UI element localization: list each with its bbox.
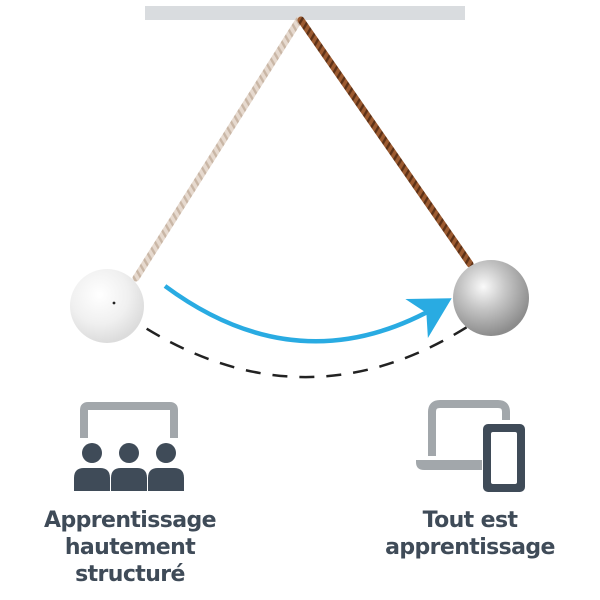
caption-line: hautement — [64, 535, 196, 560]
caption-line: apprentissage — [385, 535, 555, 560]
caption-line: structuré — [75, 562, 185, 587]
caption-structured-learning: Apprentissage hautement structuré — [10, 507, 250, 588]
ceiling-bar — [145, 6, 465, 20]
devices-icon — [416, 400, 525, 492]
pendulum-ball-faded-dot — [112, 301, 116, 305]
classroom-icon — [74, 402, 184, 491]
caption-everything-is-learning: Tout est apprentissage — [362, 507, 578, 561]
rope-faded — [132, 16, 303, 282]
caption-line: Tout est — [422, 508, 518, 533]
caption-line: Apprentissage — [44, 508, 217, 533]
rope-active — [297, 16, 474, 268]
pendulum-ball — [453, 260, 529, 336]
swing-path — [123, 312, 476, 379]
swing-arrow — [163, 284, 452, 344]
pendulum-ball-faded — [70, 269, 144, 343]
